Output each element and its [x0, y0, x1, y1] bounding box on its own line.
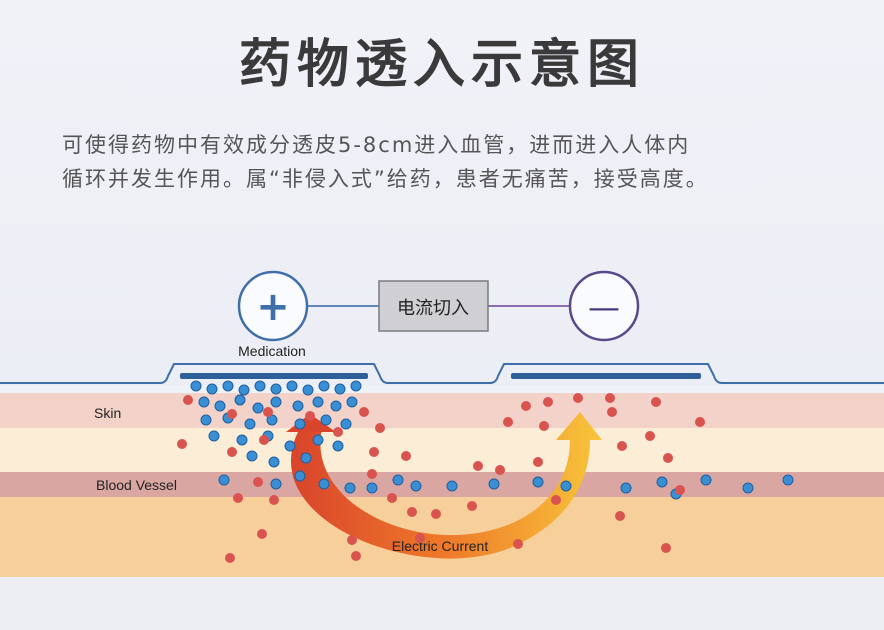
skin-label: Skin [94, 405, 121, 421]
blood-particles [177, 393, 705, 563]
electric-current-arrow [290, 412, 602, 559]
description: 可使得药物中有效成分透皮5-8cm进入血管，进而进入人体内 循环并发生作用。属“… [62, 128, 852, 196]
positive-electrode-pad [180, 373, 368, 379]
page-title: 药物透入示意图 [238, 35, 645, 95]
surface-layer [0, 385, 884, 393]
description-line-1: 可使得药物中有效成分透皮5-8cm进入血管，进而进入人体内 [62, 133, 691, 157]
description-line-2: 循环并发生作用。属“非侵入式”给药，患者无痛苦，接受高度。 [62, 167, 709, 191]
positive-electrode-icon [237, 270, 309, 342]
switch-label: 电流切入 [397, 298, 469, 319]
medication-particles [190, 380, 794, 500]
blood-vessel-label: Blood Vessel [96, 477, 177, 493]
skin-layer [0, 393, 884, 428]
negative-electrode-icon [568, 270, 640, 342]
bottom-space [0, 577, 884, 630]
electrode-pad-outline [0, 363, 884, 384]
negative-electrode-pad [511, 373, 701, 379]
negative-symbol: — [588, 288, 620, 326]
switch-box [378, 280, 489, 332]
medication-label: Medication [238, 343, 306, 359]
blood-vessel-layer [0, 472, 884, 497]
positive-symbol: + [256, 284, 290, 330]
subskin-layer [0, 428, 884, 472]
electric-current-label: Electric Current [392, 538, 489, 554]
